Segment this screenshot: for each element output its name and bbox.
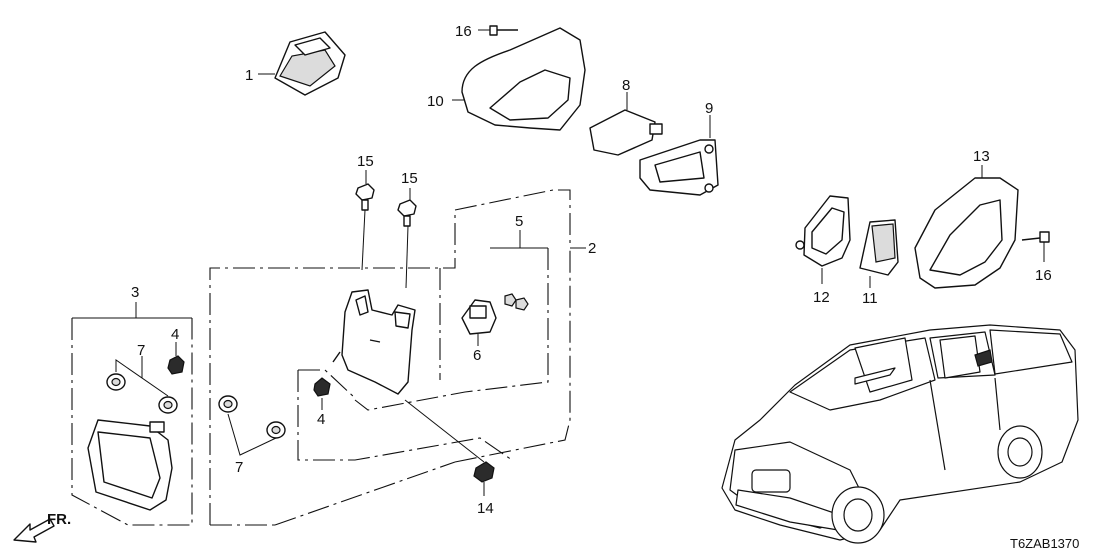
callout-14: 14 — [477, 500, 494, 517]
part-10-cover — [452, 27, 586, 131]
part-13-cover — [914, 165, 1019, 289]
part-4-clip-a — [167, 342, 185, 375]
callout-11: 11 — [862, 290, 878, 307]
callout-7a: 7 — [137, 342, 145, 359]
part-7-grommets-b — [218, 395, 286, 456]
callout-3: 3 — [131, 284, 139, 301]
part-15-bolt-right — [397, 188, 417, 289]
part-15-bolt-left — [355, 170, 375, 271]
front-direction-arrow — [13, 518, 55, 543]
part-12-bracket — [795, 195, 851, 284]
direction-label: FR. — [47, 511, 71, 528]
callout-15a: 15 — [357, 153, 374, 170]
callout-6: 6 — [473, 347, 481, 364]
callout-13: 13 — [973, 148, 990, 165]
callout-8: 8 — [622, 77, 630, 94]
part-9-bracket — [639, 115, 719, 196]
group-3-outline — [71, 302, 193, 526]
callout-7b: 7 — [235, 459, 243, 476]
callout-4a: 4 — [171, 326, 179, 343]
part-16-bolt-top — [478, 25, 518, 36]
callout-16a: 16 — [455, 23, 472, 40]
part-7-grommets-a — [106, 356, 178, 414]
part-16-bolt-right — [1021, 231, 1050, 262]
pickup-truck-illustration — [721, 324, 1079, 544]
group-4-outline — [297, 369, 513, 461]
callout-10: 10 — [427, 93, 444, 110]
callout-12: 12 — [813, 289, 830, 306]
part-1-radar-unit — [258, 31, 346, 96]
callout-2: 2 — [588, 240, 596, 257]
mounting-bracket — [332, 289, 416, 395]
part-14-bolt — [404, 399, 495, 496]
part-8-module — [589, 92, 663, 156]
callout-9: 9 — [705, 100, 713, 117]
diagram-code: T6ZAB1370 — [1010, 536, 1079, 551]
part-6-connector — [461, 293, 529, 346]
callout-15b: 15 — [401, 170, 418, 187]
callout-5: 5 — [515, 213, 523, 230]
callout-4b: 4 — [317, 411, 325, 428]
callout-1: 1 — [245, 67, 253, 84]
callout-16b: 16 — [1035, 267, 1052, 284]
group-2-outline — [209, 189, 586, 526]
part-3-control-unit — [87, 419, 173, 511]
part-11-module — [859, 219, 899, 288]
part-4-clip-b — [313, 377, 331, 410]
group-5-outline — [354, 230, 549, 411]
